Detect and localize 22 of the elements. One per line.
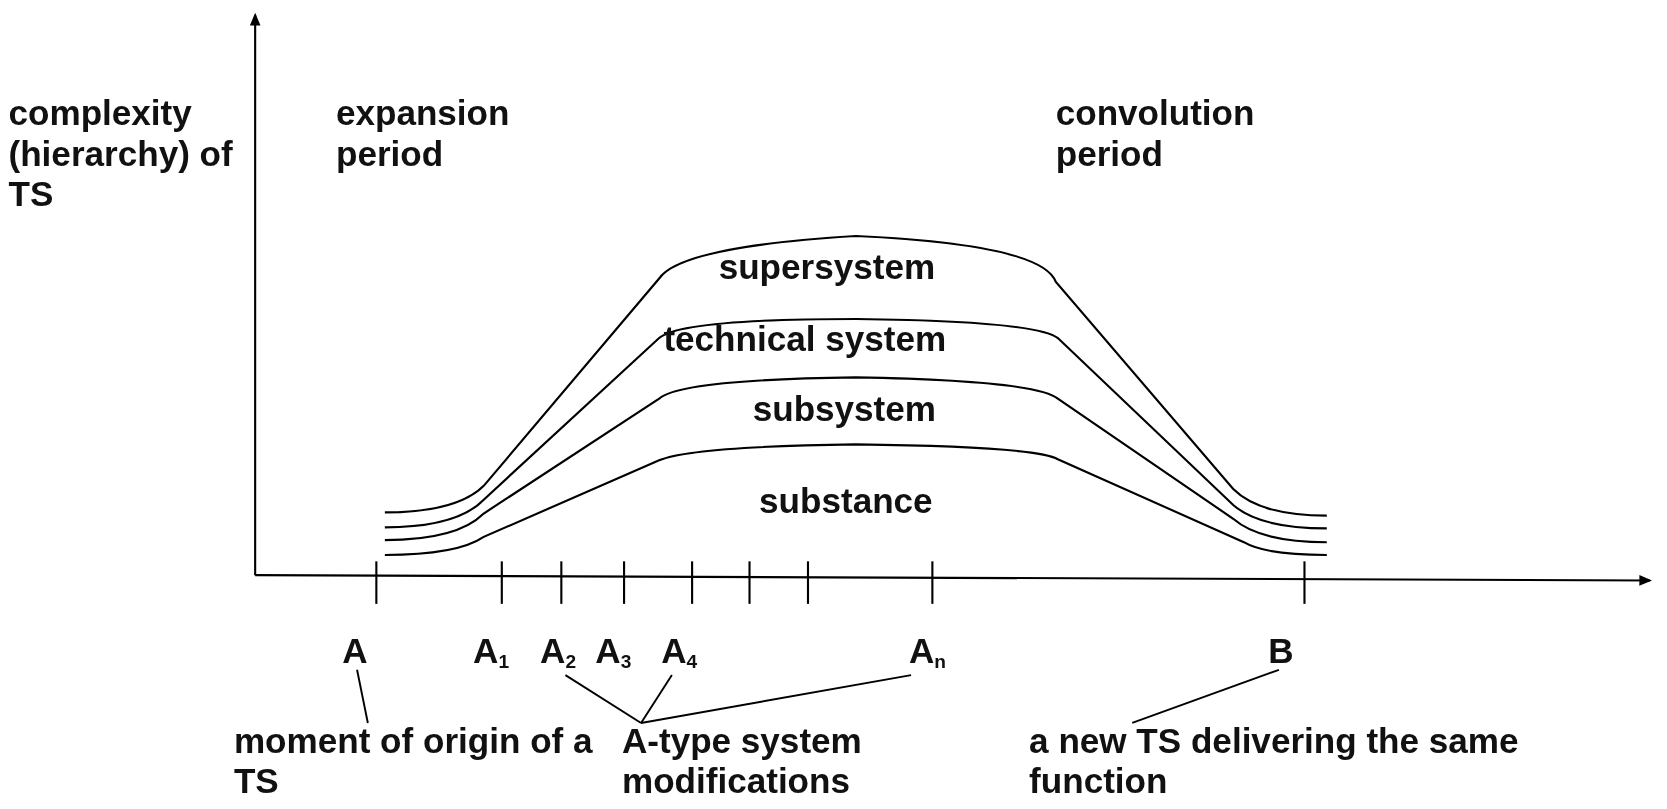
tick-label: A$_{3}$ <box>595 631 632 674</box>
leader-line <box>356 668 369 724</box>
period-label: convolution period <box>1055 93 1256 175</box>
leader-line <box>1131 668 1280 724</box>
annotation-text: a new TS delivering the same function <box>1029 720 1657 802</box>
period-label: expansion period <box>335 93 511 175</box>
leader-line <box>640 674 913 724</box>
axis-title: complexity (hierarchy) of TS <box>8 93 234 215</box>
tick-label: A$_{n}$ <box>909 631 947 678</box>
layer-label: technical system <box>663 318 947 360</box>
layer-label: supersystem <box>718 246 936 288</box>
leader-line <box>564 674 643 724</box>
tick-label: A$_{4}$ <box>661 631 698 678</box>
layer-label: substance <box>759 481 933 522</box>
tick-label: A$_{2}$ <box>540 631 577 678</box>
leader-line <box>640 674 673 724</box>
annotation-text: moment of origin of a TS <box>233 720 601 802</box>
annotation-text: A-type system modifications <box>621 720 941 802</box>
tick-label: B <box>1268 631 1294 672</box>
tick-label: A <box>342 631 368 672</box>
layer-label: subsystem <box>752 389 936 430</box>
tick-label: A$_{1}$ <box>473 631 510 674</box>
